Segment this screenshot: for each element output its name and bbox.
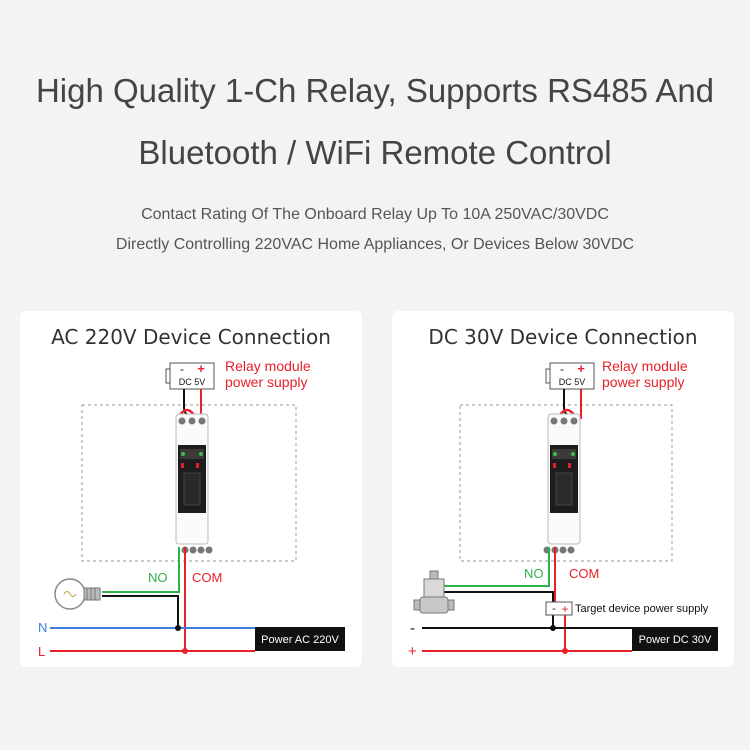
dc-supply-plus: +	[577, 361, 585, 376]
dc-panel-title: DC 30V Device Connection	[428, 325, 698, 349]
dc-com-label: COM	[569, 566, 599, 581]
ac-l-label: L	[38, 644, 45, 659]
ac-power-box	[255, 627, 345, 651]
dc-relay-power-label-2: power supply	[602, 374, 685, 390]
ac-panel-title: AC 220V Device Connection	[51, 325, 331, 349]
dc-target-power-label: Target device power supply	[575, 603, 709, 615]
ac-no-wire	[102, 547, 180, 593]
ac-dc5v-supply: - + DC 5V	[165, 361, 215, 390]
dc-target-minus: -	[552, 603, 556, 615]
ac-power-label: Power AC 220V	[261, 634, 339, 646]
dc-target-supply: - +	[545, 601, 573, 616]
bulb-icon	[54, 578, 101, 610]
ac-no-label: NO	[148, 570, 168, 585]
ac-n-label: N	[38, 620, 47, 635]
dc-dc5v-supply: - + DC 5V	[545, 361, 595, 390]
headline-line-1: High Quality 1-Ch Relay, Supports RS485 …	[35, 72, 715, 109]
dc-power-label: Power DC 30V	[639, 634, 712, 646]
headline-line-2: Bluetooth / WiFi Remote Control	[138, 134, 612, 171]
dc-no-label: NO	[524, 566, 544, 581]
dc-supply-minus: -	[560, 362, 564, 376]
ac-relay-power-label-1: Relay module	[225, 358, 311, 374]
dc-relay-power-label-1: Relay module	[602, 358, 688, 374]
subtitle-line-1: Contact Rating Of The Onboard Relay Up T…	[141, 206, 609, 223]
dc-target-plus: +	[561, 602, 568, 616]
dc-valve-return-wire	[444, 591, 554, 628]
dc-enclosure-outline	[459, 404, 673, 562]
dc-no-wire	[444, 547, 550, 587]
dc-supply-label: DC 5V	[559, 377, 586, 387]
dc-neg-label: -	[410, 620, 415, 637]
dc-connection-panel: DC 30V Device Connection - + DC 5V Relay…	[392, 311, 734, 667]
ac-relay-power-label-2: power supply	[225, 374, 308, 390]
dc-pos-label: +	[408, 643, 417, 660]
ac-supply-plus: +	[197, 361, 205, 376]
ac-enclosure-outline	[81, 404, 297, 562]
ac-relay-module	[175, 413, 213, 554]
ac-supply-label: DC 5V	[179, 377, 206, 387]
ac-bulb-return-wire	[102, 595, 179, 628]
solenoid-valve-icon	[413, 570, 455, 614]
dc-wiring-diagram: - + DC 5V Relay module power supply NO C…	[408, 358, 718, 660]
dc-relay-module	[543, 413, 581, 554]
ac-wiring-diagram: - + DC 5V Relay module power supply NO C…	[38, 358, 345, 659]
subtitle-line-2: Directly Controlling 220VAC Home Applian…	[115, 236, 635, 253]
ac-com-label: COM	[192, 570, 222, 585]
ac-connection-panel: AC 220V Device Connection - + DC 5V Rela…	[20, 311, 362, 667]
dc-power-box	[632, 627, 718, 651]
ac-supply-minus: -	[180, 362, 184, 376]
